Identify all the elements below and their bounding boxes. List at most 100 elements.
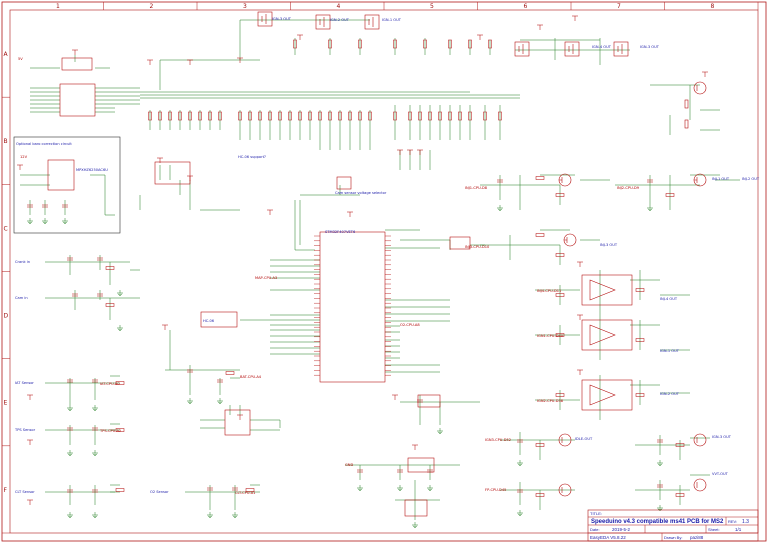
power-symbol: [27, 394, 33, 400]
power-symbol: [162, 324, 168, 330]
resistor: [535, 176, 545, 180]
ruler-row-label: C: [4, 225, 8, 232]
resistor: [148, 111, 152, 121]
mcu-chip: [319, 231, 386, 383]
output-port-label: INJ-2 OUT: [742, 177, 760, 181]
resistor: [555, 393, 565, 397]
title-value: Speeduino v4.3 compatible ms41 PCB for M…: [591, 519, 724, 525]
driver-ic: [61, 57, 93, 71]
resistor: [225, 371, 235, 375]
ign-fet-2: [315, 14, 331, 30]
capacitor: [517, 489, 523, 493]
sheet-label: Sheet:: [708, 527, 720, 532]
output-port-label: IGN-3 OUT: [640, 45, 660, 49]
power-symbol: [237, 414, 243, 420]
input-port-label: CLT Sensor: [15, 490, 35, 494]
ground-symbol: [62, 218, 68, 224]
ruler-col-label: 8: [711, 3, 715, 10]
resistor: [348, 111, 352, 121]
baro-sensor-ic: [47, 159, 75, 191]
ign-fet-1: [257, 11, 273, 27]
cpu-net-label: INJ2-CPU-D9: [617, 186, 640, 190]
mcu-pin-stubs: [314, 235, 391, 376]
resistor: [258, 111, 262, 121]
drawn-by-label: Drawn By:: [664, 535, 682, 540]
ground-symbol: [517, 460, 523, 466]
capacitor: [42, 204, 48, 208]
resistor: [115, 488, 125, 492]
output-port-label: IGN-3 OUT: [712, 435, 732, 439]
cpu-net-label: INJ1-CPU-D8: [465, 186, 488, 190]
input-port-label: Cam in: [15, 296, 28, 300]
ground-symbol: [67, 450, 73, 456]
resistor: [498, 111, 502, 121]
idle-driver: [693, 81, 707, 95]
ruler-row-label: B: [4, 138, 8, 145]
resistor: [448, 111, 452, 121]
power-symbol: [577, 369, 583, 375]
ground-symbol: [187, 398, 193, 404]
resistor: [178, 111, 182, 121]
drawn-by-value: pazi88: [690, 535, 704, 540]
ground-symbol: [397, 485, 403, 491]
input-port-label: TPS Sensor: [14, 428, 36, 432]
resistor: [635, 288, 645, 292]
hc06-module: [200, 311, 238, 328]
ground-symbol: [117, 325, 123, 331]
components: [13, 11, 707, 517]
capacitor: [657, 484, 663, 488]
capacitor: [357, 469, 363, 473]
ground-symbol: [657, 460, 663, 466]
bottom-diode-array: [404, 499, 428, 517]
ground-symbol: [67, 512, 73, 518]
capacitor: [417, 399, 423, 403]
resistor: [535, 443, 545, 447]
power-symbol: [157, 157, 163, 163]
cpu-net-label: IAT-CPU-A0: [100, 382, 120, 386]
rev-label: REV:: [728, 519, 737, 524]
cpu-net-label: IGN1-CPU-D40: [537, 334, 564, 338]
ground-symbol: [92, 512, 98, 518]
capacitor: [217, 379, 223, 383]
resistor: [188, 111, 192, 121]
power-symbol: [417, 149, 423, 155]
ign-fet-5: [564, 41, 580, 57]
resistor: [438, 111, 442, 121]
output-port-label: VVT-OUT: [712, 472, 729, 476]
power-symbol: [407, 149, 413, 155]
capacitor: [232, 487, 238, 491]
out-driver-2: [558, 483, 572, 497]
power-symbol: [577, 261, 583, 267]
resistor: [418, 111, 422, 121]
capacitor: [92, 427, 98, 431]
cpu-net-label: CLT-CPU-A1: [235, 491, 255, 495]
output-port-label: IGN-3 OUT: [272, 17, 292, 21]
ground-symbol: [117, 290, 123, 296]
resistor: [288, 111, 292, 121]
power-symbol: [297, 34, 303, 40]
cpu-net-label: BAT-CPU-A4: [240, 375, 262, 379]
ruler-row-label: E: [4, 400, 8, 407]
power-symbol: [27, 499, 33, 505]
resistor: [308, 111, 312, 121]
output-port-label: INJ-3 OUT: [600, 243, 618, 247]
capacitor: [67, 489, 73, 493]
ruler-col-label: 2: [150, 3, 154, 10]
resistor: [555, 193, 565, 197]
power-symbol: [147, 59, 153, 65]
cpu-net-label: O2-CPU-A8: [400, 323, 420, 327]
ruler-col-label: 7: [617, 3, 621, 10]
cpu-net-label: IGN3-CPU-D52: [485, 438, 511, 442]
input-port-label: IAT Sensor: [15, 381, 34, 385]
ground-symbol: [207, 512, 213, 518]
resistor: [328, 111, 332, 121]
resistor: [535, 233, 545, 237]
ruler-row-label: D: [4, 313, 9, 320]
capacitor: [67, 257, 73, 261]
power-symbol: [17, 164, 23, 170]
passive-components: [27, 176, 685, 497]
date-label: Date:: [590, 527, 600, 532]
